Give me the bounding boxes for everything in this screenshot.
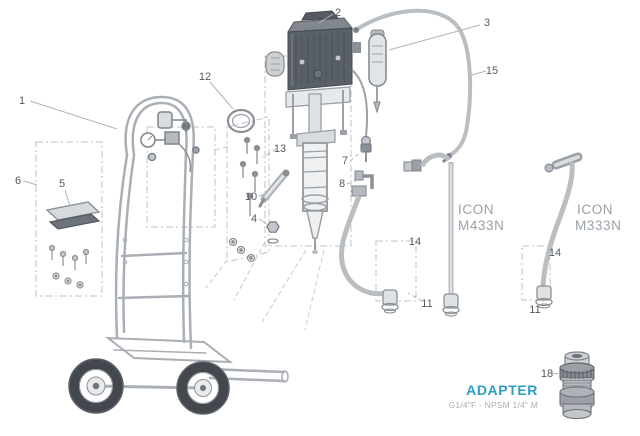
callout-7: 7 [342, 155, 348, 167]
callout-6: 6 [15, 175, 21, 187]
label-icon-m433n-line1: ICON [458, 202, 494, 217]
adapter-spec-label: G1/4"F - NPSM 1/4" M [449, 400, 538, 410]
air-regulator-cluster [140, 111, 200, 173]
fasteners-group [226, 108, 261, 263]
leader-lines [23, 13, 561, 375]
callout-5: 5 [59, 178, 65, 190]
assembly-outline-boxes [35, 55, 551, 302]
label-icon-m333n-line2: M333N [575, 218, 622, 233]
cart-assembly [94, 95, 289, 390]
callout-11-center: 11 [421, 298, 432, 310]
tray-parts [45, 201, 101, 289]
adapter-label: ADAPTER [466, 382, 538, 398]
callout-10: 10 [245, 191, 257, 203]
suction-tube-m433n [403, 152, 460, 317]
model-labels: ICON M433N ICON M333N [458, 202, 622, 233]
construction-dashes [205, 146, 325, 331]
adapter-labels: ADAPTER G1/4"F - NPSM 1/4" M [449, 382, 538, 410]
callout-12: 12 [199, 71, 211, 83]
suction-hose-center [339, 185, 399, 314]
callout-2: 2 [335, 7, 341, 19]
air-motor [265, 10, 361, 91]
callout-11-right: 11 [529, 304, 540, 316]
callout-4: 4 [251, 213, 257, 225]
callout-numbers: 1 2 3 4 5 6 7 8 10 11 11 12 13 14 14 15 … [15, 7, 561, 380]
callout-14-right: 14 [549, 247, 561, 259]
muffler-part [368, 29, 387, 114]
callout-14-center: 14 [409, 236, 421, 248]
handle-lever [258, 169, 290, 208]
cart-wheels [68, 358, 230, 415]
callout-13: 13 [274, 143, 286, 155]
nut-part [266, 221, 280, 244]
air-inlet-fittings [354, 135, 374, 189]
callout-18: 18 [541, 368, 553, 380]
pump-assembly [265, 10, 369, 254]
callout-15: 15 [486, 65, 498, 77]
callout-1: 1 [19, 95, 25, 107]
callout-3: 3 [484, 17, 490, 29]
callout-8: 8 [339, 178, 345, 190]
label-icon-m333n-line1: ICON [577, 202, 613, 217]
label-icon-m433n-line2: M433N [458, 218, 505, 233]
suction-tube-m333n [535, 152, 583, 309]
adapter-part [559, 351, 595, 420]
